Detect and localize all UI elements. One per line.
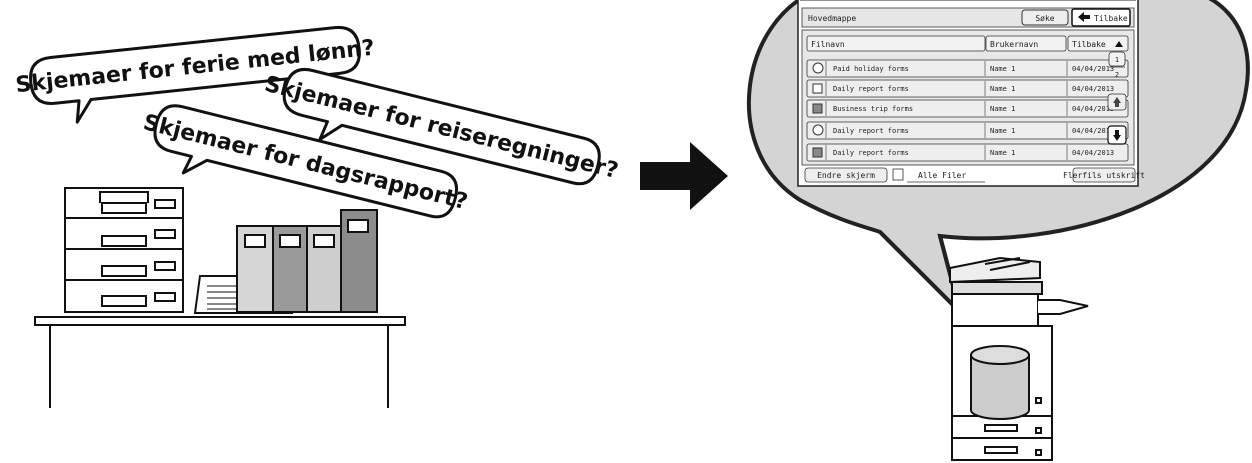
column-header-filename-label: Filnavn bbox=[811, 40, 845, 49]
file-row[interactable]: Daily report forms Name 1 04/04/2013 bbox=[806, 79, 1129, 98]
desk bbox=[34, 316, 406, 408]
file-date: 04/04/2013 bbox=[1072, 127, 1114, 135]
file-name: Daily report forms bbox=[833, 127, 909, 135]
sort-up-icon bbox=[1115, 41, 1123, 47]
file-date: 04/04/2013 bbox=[1072, 105, 1114, 113]
file-name: Paid holiday forms bbox=[833, 65, 909, 73]
column-header-date[interactable]: Tilbake bbox=[1067, 35, 1129, 52]
file-row[interactable]: Paid holiday forms Name 1 04/04/2013 bbox=[806, 59, 1129, 78]
file-date: 04/04/2013 bbox=[1072, 65, 1114, 73]
file-date: 04/04/2013 bbox=[1072, 149, 1114, 157]
arrow-up-icon bbox=[1113, 97, 1121, 107]
file-row[interactable]: Business trip forms Name 1 04/04/2013 bbox=[806, 99, 1129, 118]
scroll-up-button[interactable] bbox=[1107, 93, 1127, 111]
file-icon bbox=[812, 83, 823, 94]
all-files-label: Alle Filer bbox=[918, 171, 966, 180]
file-user: Name 1 bbox=[990, 105, 1015, 113]
file-user: Name 1 bbox=[990, 127, 1015, 135]
column-header-filename[interactable]: Filnavn bbox=[806, 35, 986, 52]
file-name: Daily report forms bbox=[833, 149, 909, 157]
multi-print-button-label: Flerfils utskrift bbox=[1063, 171, 1145, 180]
pager-controls: 1 2 bbox=[1107, 51, 1127, 145]
arrow-left-icon bbox=[1078, 12, 1090, 22]
file-name: Daily report forms bbox=[833, 85, 909, 93]
page-total-label: 2 bbox=[1115, 71, 1119, 79]
file-icon bbox=[812, 124, 824, 136]
page-current-label: 1 bbox=[1115, 56, 1119, 64]
folder-name: Hovedmappe bbox=[808, 14, 856, 23]
arrow-down-icon bbox=[1113, 130, 1121, 141]
file-row[interactable]: Daily report forms Name 1 04/04/2013 bbox=[806, 121, 1129, 140]
column-header-user-label: Brukernavn bbox=[990, 40, 1038, 49]
column-header-user[interactable]: Brukernavn bbox=[985, 35, 1067, 52]
edit-screen-button-label: Endre skjerm bbox=[817, 171, 875, 180]
desk-top bbox=[34, 316, 406, 326]
file-icon bbox=[812, 103, 823, 114]
file-date: 04/04/2013 bbox=[1072, 85, 1114, 93]
file-icon bbox=[812, 62, 824, 74]
file-row[interactable]: Daily report forms Name 1 04/04/2013 bbox=[806, 143, 1129, 162]
touch-panel: Hovedmappe Søke Tilbake Filnavn Brukerna… bbox=[797, 0, 1145, 187]
back-button[interactable]: Tilbake bbox=[1071, 8, 1131, 27]
scroll-down-button[interactable] bbox=[1107, 125, 1127, 145]
search-button[interactable]: Søke bbox=[1021, 9, 1069, 26]
file-icon bbox=[812, 147, 823, 158]
all-files-tab[interactable]: Alle Filer bbox=[892, 168, 985, 183]
drawer-cabinet bbox=[64, 187, 184, 313]
file-user: Name 1 bbox=[990, 65, 1015, 73]
hard-disk-icon bbox=[970, 345, 1030, 365]
file-user: Name 1 bbox=[990, 85, 1015, 93]
binders bbox=[236, 209, 378, 313]
search-button-label: Søke bbox=[1035, 14, 1054, 23]
multi-print-button[interactable]: Flerfils utskrift bbox=[1063, 167, 1145, 183]
multifunction-printer bbox=[949, 256, 1089, 461]
arrow-right-icon bbox=[640, 142, 728, 210]
file-name: Business trip forms bbox=[833, 105, 913, 113]
column-header-date-label: Tilbake bbox=[1072, 40, 1106, 49]
back-button-label: Tilbake bbox=[1094, 14, 1128, 23]
folder-icon bbox=[892, 168, 904, 181]
edit-screen-button[interactable]: Endre skjerm bbox=[804, 167, 888, 183]
file-user: Name 1 bbox=[990, 149, 1015, 157]
